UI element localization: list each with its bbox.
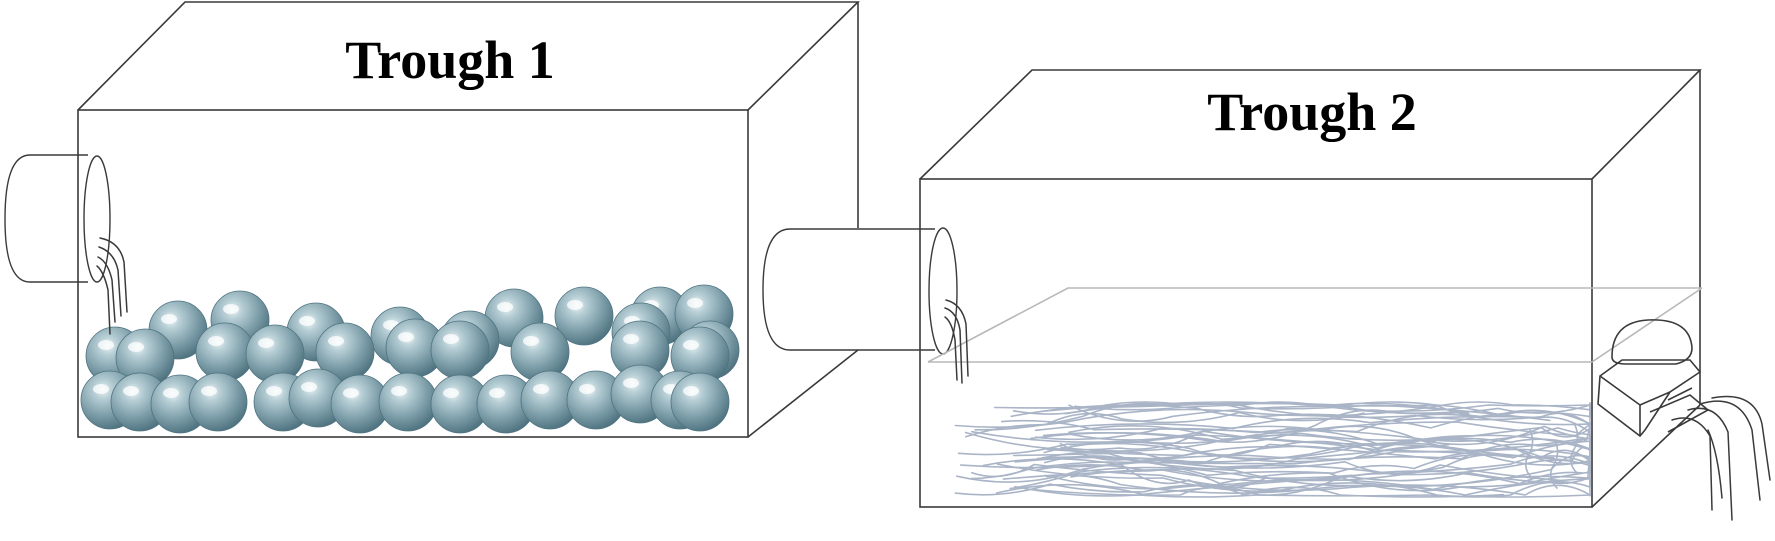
trough-1: Trough 1 [4, 1, 860, 438]
fiber-strand [956, 445, 1479, 483]
sphere [378, 372, 438, 432]
sphere-highlight [523, 336, 539, 346]
fiber-strand [971, 427, 1591, 450]
fiber-strand [964, 430, 1591, 462]
sphere-highlight [443, 388, 459, 398]
trough-2-box [919, 69, 1702, 508]
sphere-highlight [443, 334, 459, 344]
fiber-strand [1059, 442, 1555, 463]
sphere [430, 320, 490, 380]
fiber-strand [1002, 454, 1591, 488]
trough-1-spheres [80, 284, 740, 434]
sphere-highlight [208, 336, 224, 346]
fiber-strand [959, 459, 1561, 482]
sphere-highlight [687, 298, 703, 308]
sphere-highlight [223, 304, 239, 314]
sphere-highlight [301, 382, 317, 392]
fiber-strand [954, 470, 1583, 496]
fiber-strand [1068, 425, 1591, 457]
fiber-strand [954, 401, 1591, 428]
sphere-highlight [533, 384, 549, 394]
sphere-highlight [567, 300, 583, 310]
fiber-strand [1549, 439, 1559, 489]
sphere [510, 322, 570, 382]
sphere-highlight [623, 334, 639, 344]
sphere-highlight [128, 342, 144, 352]
fiber-strand [1524, 429, 1534, 479]
sphere-highlight [299, 316, 315, 326]
sphere-highlight [201, 386, 217, 396]
trough-2: Trough 2 [762, 69, 1771, 521]
fiber-strand [1035, 464, 1591, 492]
sphere-highlight [579, 384, 595, 394]
fiber-strand [1045, 461, 1591, 496]
sphere-highlight [497, 302, 513, 312]
sphere-highlight [258, 338, 274, 348]
trough-2-fibers [954, 401, 1591, 498]
fiber-strand [1000, 419, 1591, 437]
trough-2-inlet-drip [944, 299, 969, 384]
sphere-highlight [266, 386, 282, 396]
water-surface [927, 287, 1703, 363]
fiber-strand [1069, 422, 1591, 463]
sphere-highlight [93, 384, 109, 394]
fiber-strand [1046, 439, 1437, 457]
sphere-highlight [161, 314, 177, 324]
trough-1-inlet-drip [96, 237, 128, 335]
fiber-strand [1064, 402, 1591, 426]
sphere [188, 372, 248, 432]
sphere-highlight [398, 332, 414, 342]
connecting-pipe [762, 227, 958, 355]
sphere-highlight [343, 388, 359, 398]
trough-1-box [77, 1, 860, 438]
sphere-highlight [683, 386, 699, 396]
fiber-strand [971, 463, 1591, 496]
trough-2-outlet-pump [1597, 319, 1771, 521]
sphere-highlight [328, 336, 344, 346]
sphere-highlight [98, 340, 114, 350]
sphere-highlight [489, 388, 505, 398]
trough-1-title: Trough 1 [345, 30, 555, 90]
trough-1-inlet-pipe [4, 154, 111, 283]
sphere [195, 322, 255, 382]
fiber-strand [1569, 424, 1579, 474]
sphere-highlight [163, 388, 179, 398]
sphere-highlight [623, 378, 639, 388]
fiber-strand [1031, 486, 1505, 498]
trough-2-title: Trough 2 [1207, 82, 1417, 142]
fiber-strand [1043, 425, 1591, 464]
sphere-highlight [683, 340, 699, 350]
fiber-strand [1014, 443, 1591, 466]
sphere-highlight [123, 386, 139, 396]
fiber-strand [1009, 424, 1591, 490]
sphere-highlight [391, 386, 407, 396]
sphere [670, 372, 730, 432]
